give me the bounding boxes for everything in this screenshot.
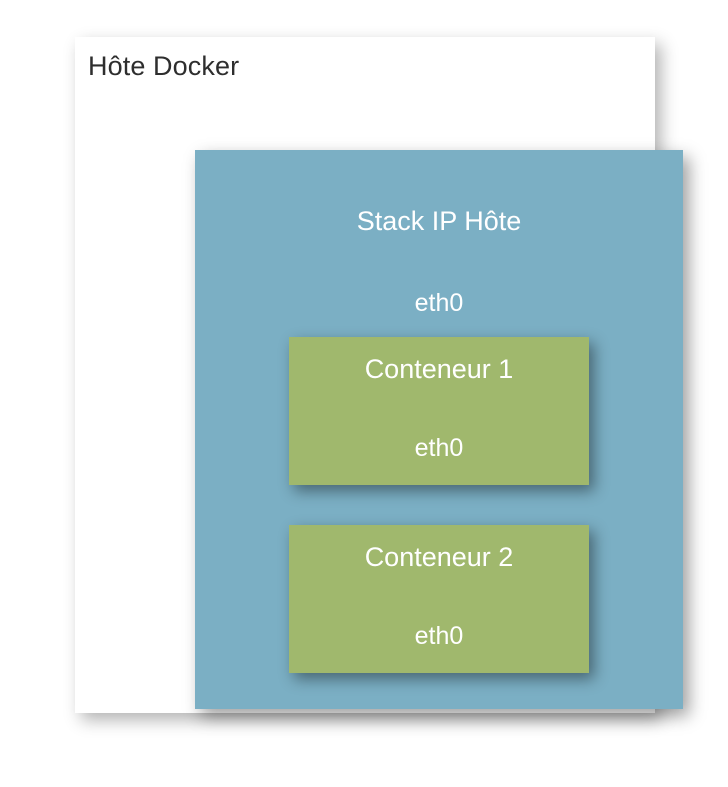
container-2-interface-label: eth0	[414, 622, 464, 650]
container-box-1: Conteneur 1 eth0	[289, 337, 589, 485]
host-ip-stack-interface-label: eth0	[414, 289, 464, 317]
container-2-name: Conteneur 2	[364, 542, 514, 572]
host-ip-stack-box: Stack IP Hôte eth0 Conteneur 1 eth0 Cont…	[195, 150, 683, 709]
host-ip-stack-label: Stack IP Hôte	[356, 206, 522, 236]
container-1-interface-label: eth0	[414, 434, 464, 462]
container-box-2: Conteneur 2 eth0	[289, 525, 589, 673]
page-title: Hôte Docker	[88, 51, 240, 81]
container-1-name: Conteneur 1	[364, 354, 514, 384]
docker-host-card: Hôte Docker Stack IP Hôte eth0 Conteneur…	[75, 37, 683, 713]
